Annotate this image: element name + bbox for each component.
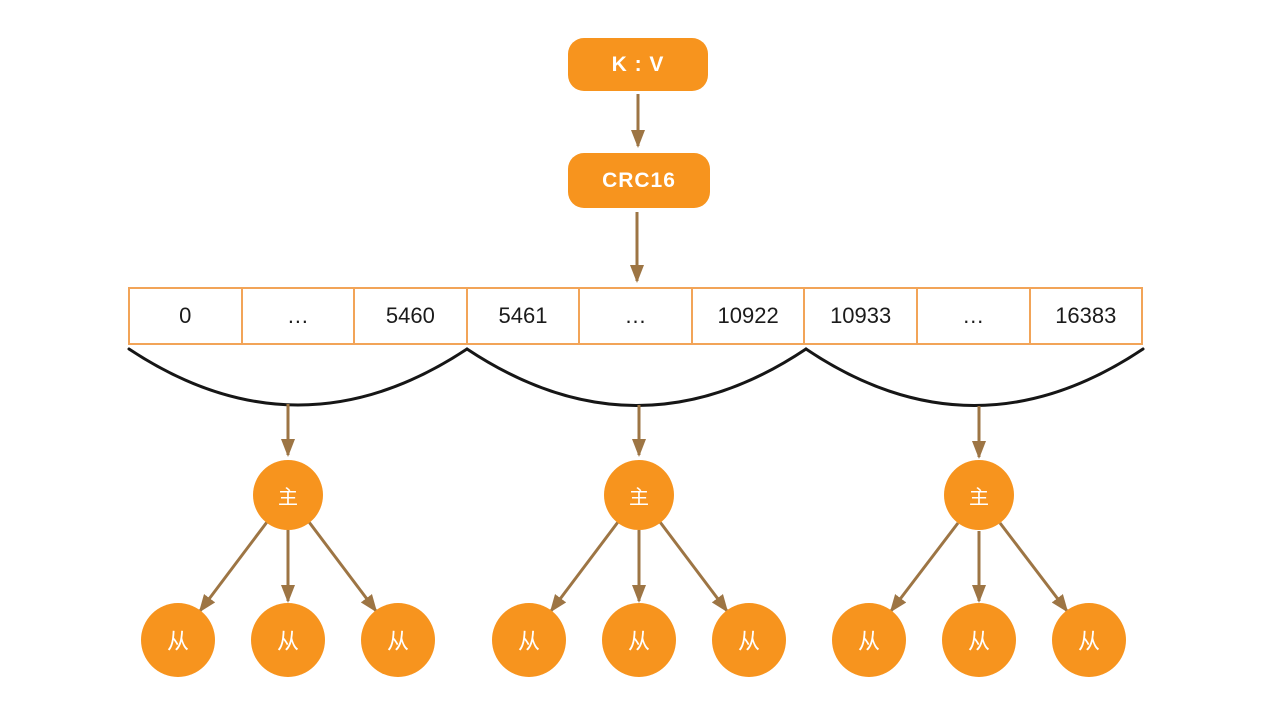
master-node-1: 主 — [253, 460, 323, 530]
slave-node-1b: 从 — [251, 603, 325, 677]
slave-node-3a: 从 — [832, 603, 906, 677]
arc-slot-range-1 — [127, 347, 469, 407]
slot-cell-8: 16383 — [1055, 303, 1117, 328]
arrow-master3-slave3 — [998, 522, 1069, 613]
slave-node-2a: 从 — [492, 603, 566, 677]
master-node-2: 主 — [604, 460, 674, 530]
slot-cell-2: 5460 — [355, 289, 468, 343]
arrow-master2-slave3 — [658, 521, 729, 613]
slot-cell-5: 10922 — [693, 289, 806, 343]
arrow-master1-slave3 — [307, 521, 378, 613]
crc16-box: CRC16 — [568, 153, 710, 208]
arrow-master1-slave1 — [198, 521, 269, 613]
hash-slot-table: 0 … 5460 5461 … 10922 10933 … 16383 — [128, 287, 1143, 345]
slot-cell-1: … — [243, 289, 356, 343]
slot-cell-0: 0 — [130, 289, 243, 343]
slave-node-3b: 从 — [942, 603, 1016, 677]
arc-slot-range-3 — [804, 347, 1145, 407]
slave-node-2c: 从 — [712, 603, 786, 677]
slot-cell-6: 10933 — [805, 289, 918, 343]
slot-cell-3: 5461 — [468, 289, 581, 343]
arc-slot-range-2 — [465, 347, 808, 407]
slave-node-1a: 从 — [141, 603, 215, 677]
arrow-master3-slave1 — [889, 522, 960, 613]
slot-cell-7: … — [918, 289, 1031, 343]
master-node-3: 主 — [944, 460, 1014, 530]
slave-node-2b: 从 — [602, 603, 676, 677]
arrow-master2-slave1 — [549, 521, 620, 613]
slot-cell-4: … — [580, 289, 693, 343]
key-value-box: K : V — [568, 38, 708, 91]
slave-node-1c: 从 — [361, 603, 435, 677]
slave-node-3c: 从 — [1052, 603, 1126, 677]
